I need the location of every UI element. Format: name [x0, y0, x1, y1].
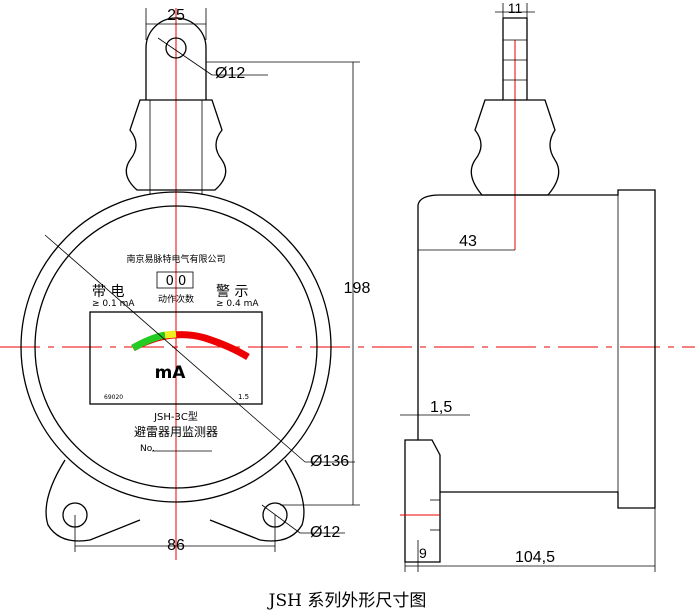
side-dimensions: 11 43 1,5 9 104,5	[400, 0, 656, 572]
side-view	[400, 17, 656, 563]
dim-lug-width: 25	[167, 7, 185, 24]
cert-number: 69020	[104, 394, 123, 401]
maker-name: 南京易脉特电气有限公司	[126, 253, 225, 265]
warn-label: 警 示	[216, 284, 248, 300]
dim-foot-spacing: 86	[167, 537, 185, 554]
dim-foot-hole: Ø12	[310, 524, 340, 541]
dim-flange-width: 9	[419, 545, 427, 561]
live-threshold: ≥ 0.1 mA	[92, 299, 135, 309]
front-dimensions: 25 Ø12 198 Ø136 Ø12 86	[74, 7, 371, 554]
dim-body-dia: Ø136	[310, 453, 349, 470]
dim-height: 198	[344, 280, 371, 297]
action-counter: 0 0	[166, 274, 187, 289]
dim-depth: 104,5	[515, 549, 555, 566]
live-label: 带 电	[92, 284, 124, 300]
unit-label: mA	[155, 363, 187, 383]
product-name: 避雷器用监测器	[134, 425, 218, 439]
warn-threshold: ≥ 0.4 mA	[216, 299, 259, 309]
front-view: 0 0 南京易脉特电气有限公司 动作次数 带 电 ≥ 0.1 mA 警 示 ≥ …	[20, 17, 332, 542]
dim-flange-thk: 1,5	[430, 399, 452, 416]
dim-stem-width: 11	[508, 0, 523, 16]
dim-lug-hole: Ø12	[215, 65, 245, 82]
serial-label: No.	[140, 444, 155, 454]
accuracy-class: 1.5	[238, 393, 249, 401]
drawing-caption: JSH 系列外形尺寸图	[268, 591, 427, 611]
model-label: JSH-3C型	[153, 410, 198, 423]
counter-label: 动作次数	[158, 293, 194, 305]
dim-neck-offset: 43	[459, 233, 477, 250]
